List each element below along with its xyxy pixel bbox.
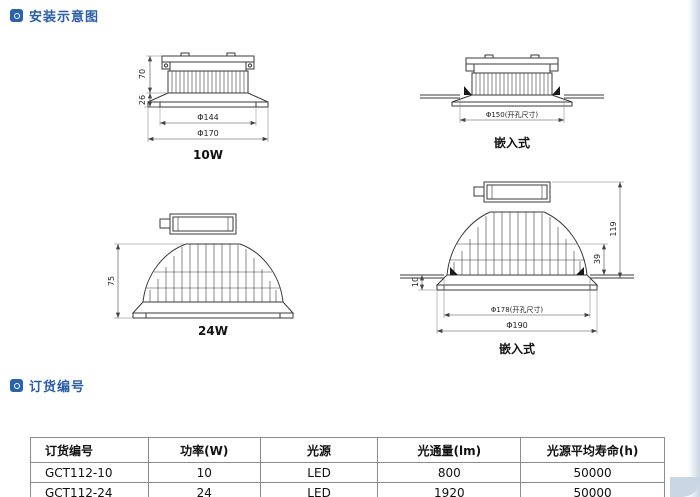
dim-70: 70 bbox=[138, 69, 147, 79]
dim-26: 26 bbox=[138, 95, 147, 105]
spring-clip-icon bbox=[464, 86, 472, 95]
dim-dia170: Φ170 bbox=[197, 129, 219, 138]
section-bullet-icon bbox=[10, 9, 23, 22]
table-row: GCT112-10 10 LED 800 50000 bbox=[30, 462, 665, 483]
cell-life: 50000 bbox=[520, 482, 665, 497]
dim-hole150: Φ150(开孔尺寸) bbox=[486, 110, 539, 119]
diagram-10w-recessed: Φ150(开孔尺寸) 嵌入式 bbox=[392, 50, 632, 151]
cell-flux: 800 bbox=[377, 462, 522, 483]
cell-order-no: GCT112-10 bbox=[30, 462, 149, 483]
spring-clip-icon bbox=[450, 267, 458, 275]
dim-hole178: Φ178(开孔尺寸) bbox=[491, 305, 544, 314]
section-order-header: 订货编号 bbox=[10, 376, 85, 395]
spring-clip-icon bbox=[576, 267, 584, 275]
table-row: GCT112-24 24 LED 1920 50000 bbox=[30, 482, 665, 497]
diagram-24w-recessed-drawing: 119 39 10 Φ178(开孔尺寸) Φ190 bbox=[400, 181, 634, 334]
dim-75: 75 bbox=[107, 276, 116, 286]
section-install-title: 安装示意图 bbox=[29, 10, 100, 25]
table-header-row: 订货编号 功率(W) 光源 光通量(lm) 光源平均寿命(h) bbox=[30, 437, 665, 463]
dim-39: 39 bbox=[593, 254, 602, 264]
cell-source: LED bbox=[259, 462, 379, 483]
diagram-caption-recessed-10w: 嵌入式 bbox=[493, 136, 530, 150]
cell-power: 24 bbox=[147, 482, 261, 497]
bullet-dot-icon bbox=[13, 12, 20, 19]
diagram-24w-recessed: 119 39 10 Φ178(开孔尺寸) Φ190 嵌入式 bbox=[382, 172, 652, 357]
cell-source: LED bbox=[259, 482, 379, 497]
bullet-dot-icon bbox=[13, 382, 20, 389]
col-header-life: 光源平均寿命(h) bbox=[520, 437, 665, 463]
diagram-10w-surface: 70 26 Φ144 Φ170 10W bbox=[88, 46, 328, 162]
diagram-24w-surface-drawing: 75 bbox=[107, 213, 295, 319]
diagram-24w-surface: 75 24W bbox=[88, 202, 338, 338]
diagram-caption-24w: 24W bbox=[198, 324, 228, 338]
section-order-title: 订货编号 bbox=[29, 380, 86, 395]
col-header-source: 光源 bbox=[259, 437, 379, 463]
diagram-caption-10w: 10W bbox=[193, 148, 223, 162]
dim-119: 119 bbox=[609, 221, 618, 236]
page-edge-corner bbox=[670, 477, 700, 497]
diagram-10w-recessed-drawing: Φ150(开孔尺寸) bbox=[420, 54, 604, 123]
cell-power: 10 bbox=[147, 462, 261, 483]
section-install-header: 安装示意图 bbox=[10, 6, 99, 25]
section-bullet-icon bbox=[10, 379, 23, 392]
dim-dia190: Φ190 bbox=[506, 321, 528, 330]
spring-clip-icon bbox=[552, 86, 560, 95]
dim-dia144: Φ144 bbox=[197, 113, 219, 122]
diagram-caption-recessed-24w: 嵌入式 bbox=[498, 342, 535, 356]
cell-flux: 1920 bbox=[377, 482, 522, 497]
diagram-10w-surface-drawing: 70 26 Φ144 Φ170 bbox=[138, 52, 269, 142]
cell-life: 50000 bbox=[520, 462, 665, 483]
col-header-flux: 光通量(lm) bbox=[377, 437, 522, 463]
col-header-power: 功率(W) bbox=[147, 437, 261, 463]
page-edge-band bbox=[688, 0, 700, 497]
col-header-order-no: 订货编号 bbox=[30, 437, 149, 463]
cell-order-no: GCT112-24 bbox=[30, 482, 149, 497]
order-table: 订货编号 功率(W) 光源 光通量(lm) 光源平均寿命(h) GCT112-1… bbox=[30, 437, 665, 497]
dim-10: 10 bbox=[411, 277, 420, 287]
